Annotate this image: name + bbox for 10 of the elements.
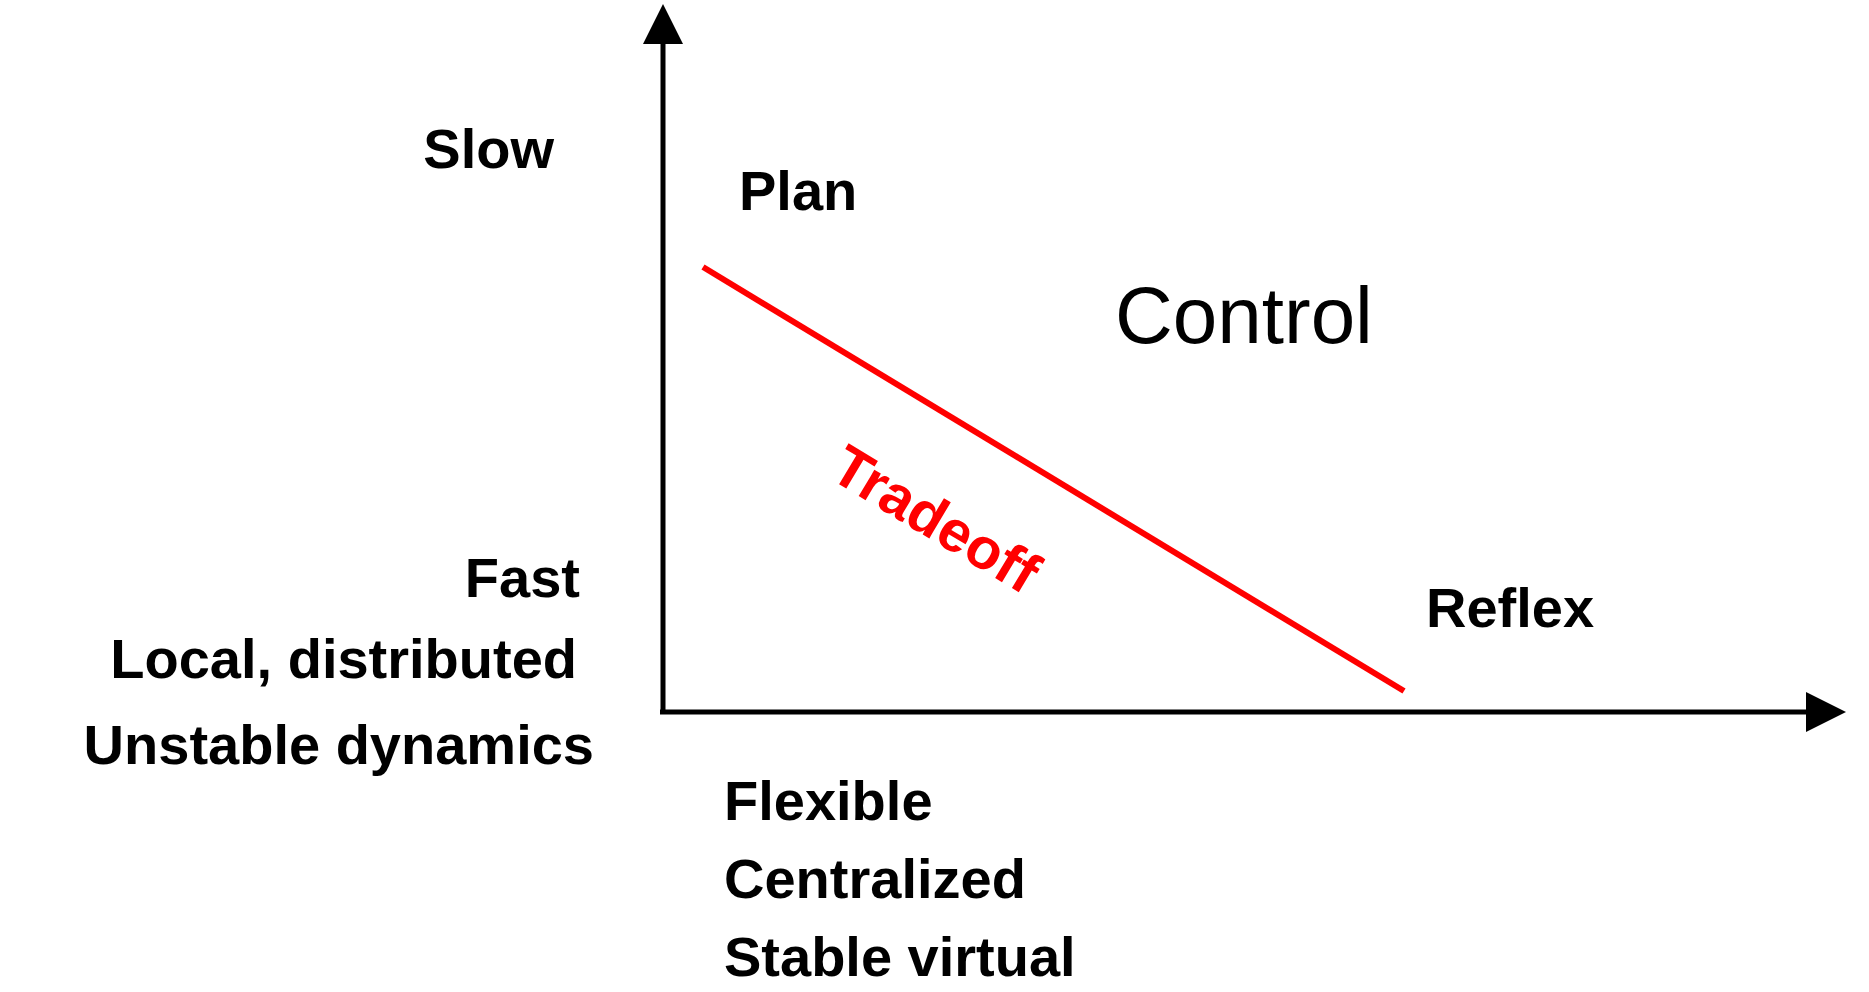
axis-label: Centralized <box>724 848 1026 910</box>
axis-label: Flexible <box>724 770 933 832</box>
corner-label: Plan <box>739 160 858 222</box>
region-label: Control <box>1115 272 1373 360</box>
axis-label: Local, distributed <box>110 628 577 690</box>
axis-label: Fast <box>464 547 580 609</box>
axis-label: Slow <box>423 118 554 180</box>
axis-label: Unstable dynamics <box>83 714 594 776</box>
corner-label: Reflex <box>1426 577 1595 639</box>
axis-label: Stable virtual <box>724 926 1076 988</box>
